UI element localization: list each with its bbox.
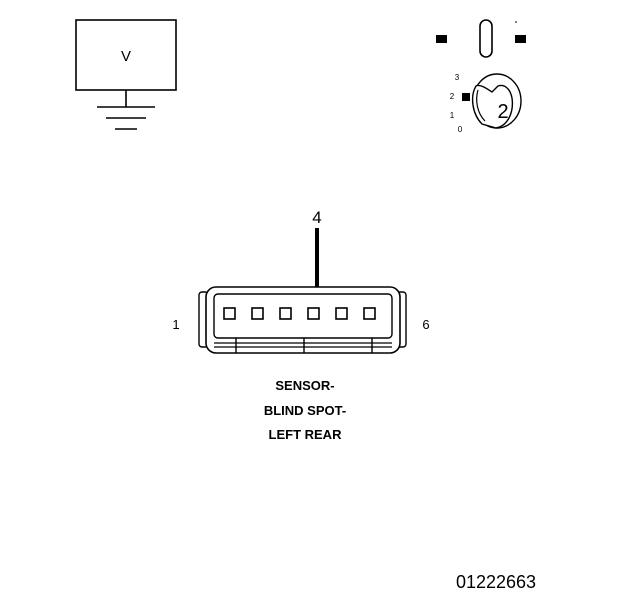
switch-position-3: 3 — [455, 73, 460, 82]
connector-face — [198, 286, 407, 354]
figure-id: 01222663 — [456, 572, 536, 592]
pin-cavity-3 — [279, 307, 292, 320]
connector-name: SENSOR- BLIND SPOT- LEFT REAR — [264, 378, 346, 442]
pin-number-first: 1 — [172, 317, 179, 332]
key-prong-left — [436, 35, 447, 43]
connector-housing-inner — [213, 293, 393, 339]
ignition-key-symbol: 2 3 2 1 0 — [436, 19, 526, 134]
key-prong-right — [515, 35, 526, 43]
connector-name-line-2: BLIND SPOT- — [264, 403, 346, 418]
connector-name-line-1: SENSOR- — [275, 378, 334, 393]
pin-cavity-5 — [335, 307, 348, 320]
voltmeter-symbol: V — [75, 19, 177, 130]
pin-number-last: 6 — [422, 317, 429, 332]
switch-position-1: 1 — [450, 111, 455, 120]
switch-position-marker — [462, 93, 470, 101]
key-blade — [479, 19, 493, 58]
switch-position-indicator: 2 — [497, 101, 508, 123]
pin-cavity-1 — [223, 307, 236, 320]
pin-cavity-2 — [251, 307, 264, 320]
voltmeter-label: V — [121, 48, 131, 65]
switch-position-2: 2 — [450, 92, 455, 101]
switch-position-0: 0 — [458, 125, 463, 134]
connector-name-line-3: LEFT REAR — [269, 427, 343, 442]
pin-cavity-6 — [363, 307, 376, 320]
pin-cavity-4 — [307, 307, 320, 320]
pin-callout-label: 4 — [312, 208, 321, 227]
switch-barrel-inner — [476, 89, 486, 122]
